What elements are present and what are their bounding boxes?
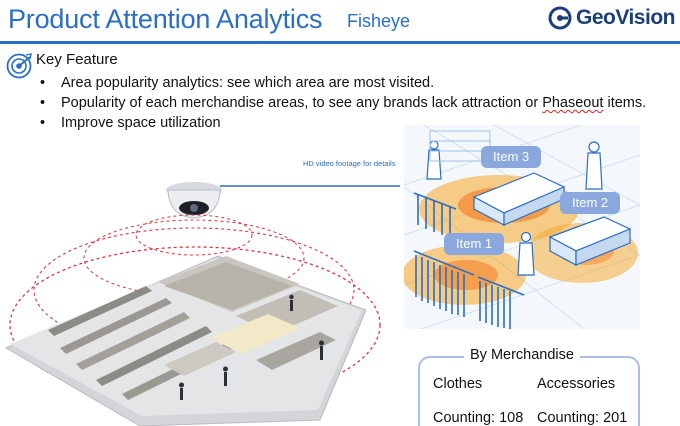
product-displays <box>472 172 632 267</box>
feature-bullet: Area popularity analytics: see which are… <box>40 73 646 93</box>
item-3-label: Item 3 <box>481 146 542 168</box>
header: Product Attention Analytics Fisheye GeoV… <box>0 0 680 44</box>
count-accessories: Counting: 201 <box>537 410 628 426</box>
key-feature-heading: Key Feature <box>36 51 118 68</box>
logo-text: GeoVision <box>576 6 675 29</box>
merchandise-title: By Merchandise <box>464 347 580 363</box>
feature-bullet-text: items. <box>603 95 647 111</box>
clothing-racks <box>413 192 525 329</box>
store-shelves <box>48 256 338 400</box>
merchandise-panel <box>418 356 640 426</box>
header-divider <box>0 41 680 44</box>
category-name-clothes: Clothes <box>433 376 483 392</box>
store-floor-illustration <box>4 182 400 426</box>
feature-list: Area popularity analytics: see which are… <box>40 73 646 133</box>
geovision-logo-icon <box>548 6 572 30</box>
item-1-label: Item 1 <box>444 233 505 255</box>
category-name-accessories: Accessories <box>537 376 616 392</box>
spellcheck-flagged-word: Phaseout <box>542 95 604 111</box>
footage-label: HD video footage for details <box>303 159 396 168</box>
page-subtitle: Fisheye <box>347 11 411 31</box>
target-icon <box>6 53 32 79</box>
detail-shoppers <box>426 140 603 276</box>
item-2-label: Item 2 <box>560 192 621 214</box>
count-clothes: Counting: 108 <box>433 410 524 426</box>
page-title: Product Attention Analytics <box>8 4 323 34</box>
feature-bullet: Improve space utilization <box>40 113 646 133</box>
fisheye-camera-icon <box>166 182 400 219</box>
feature-bullet: Popularity of each merchandise areas, to… <box>40 93 646 113</box>
geovision-logo: GeoVision <box>548 6 675 30</box>
shoppers <box>179 294 324 400</box>
feature-bullet-text: Popularity of each merchandise areas, to… <box>61 95 543 111</box>
